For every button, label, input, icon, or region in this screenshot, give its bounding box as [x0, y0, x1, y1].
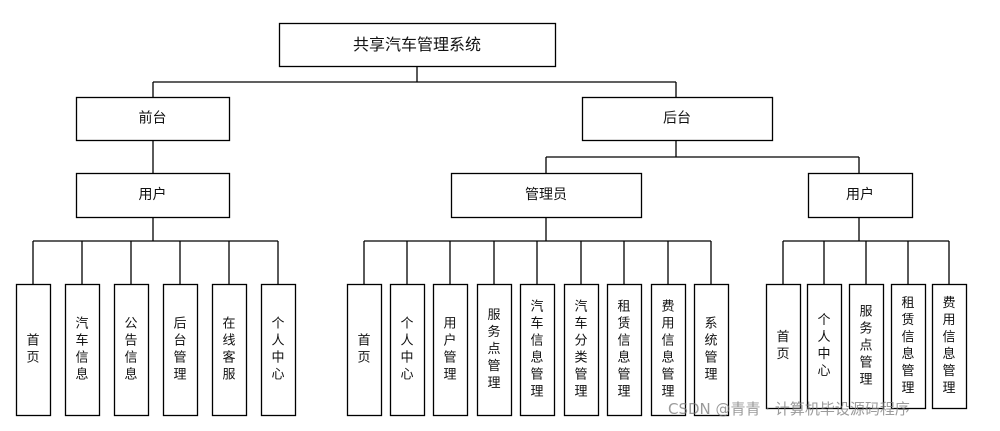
- admin-box: [450, 172, 643, 219]
- admin-module-8-label: 系统管理: [704, 317, 717, 383]
- back-user-module-3-box: [890, 283, 927, 410]
- back-user-module-3-label: 租赁信息管理: [901, 296, 914, 396]
- root-system-box: [278, 22, 557, 68]
- admin-module-0-box: [346, 283, 383, 417]
- admin-module-3-box: [476, 283, 513, 417]
- admin-module-1-box: [389, 283, 426, 417]
- csdn-watermark: CSDN @青青 · 计算机毕设源码程序: [668, 400, 910, 418]
- admin-module-0-label: 首页: [357, 334, 370, 366]
- back-user-module-2-label: 服务点管理: [859, 305, 872, 388]
- front-module-2-label: 公告信息: [124, 317, 137, 383]
- admin-module-4-box: [519, 283, 556, 417]
- front-module-4-box: [211, 283, 248, 417]
- admin-module-7-box: [650, 283, 687, 417]
- admin-module-5-box: [563, 283, 600, 417]
- front-module-1-box: [64, 283, 101, 417]
- back-user-module-1-box: [806, 283, 843, 410]
- admin-module-7-label: 费用信息管理: [661, 300, 674, 400]
- admin-module-4-label: 汽车信息管理: [530, 300, 543, 400]
- admin-module-2-box: [432, 283, 469, 417]
- front-module-2-box: [113, 283, 150, 417]
- back-user-module-4-label: 费用信息管理: [942, 296, 955, 396]
- back-user-module-0-box: [765, 283, 802, 410]
- back-user-module-4-box: [931, 283, 968, 410]
- back-user-module-1-label: 个人中心: [817, 313, 830, 379]
- front-role-user-box: [75, 172, 231, 219]
- admin-module-2-label: 用户管理: [443, 317, 456, 383]
- front-module-0-box: [15, 283, 52, 417]
- admin-module-8-box: [693, 283, 730, 417]
- admin-label: 管理员: [525, 187, 567, 203]
- front-label: 前台: [139, 110, 167, 127]
- admin-module-1-label: 个人中心: [400, 317, 413, 383]
- back-label: 后台: [663, 111, 691, 127]
- admin-module-5-label: 汽车分类管理: [574, 300, 587, 400]
- front-module-0-label: 首页: [26, 334, 39, 366]
- back-user-label: 用户: [846, 186, 874, 203]
- back-box: [581, 96, 774, 142]
- front-role-user-label: 用户: [139, 186, 167, 203]
- front-module-5-label: 个人中心: [271, 317, 284, 383]
- front-module-1-label: 汽车信息: [75, 317, 88, 383]
- admin-module-6-box: [606, 283, 643, 417]
- back-user-module-2-box: [848, 283, 885, 410]
- admin-module-6-label: 租赁信息管理: [617, 300, 630, 400]
- front-module-3-label: 后台管理: [173, 317, 186, 383]
- front-module-4-label: 在线客服: [222, 317, 235, 383]
- admin-module-3-label: 服务点管理: [487, 308, 500, 391]
- back-user-module-0-label: 首页: [776, 330, 789, 362]
- front-module-3-box: [162, 283, 199, 417]
- back-user-box: [807, 172, 914, 219]
- front-module-5-box: [260, 283, 297, 417]
- root-system-label: 共享汽车管理系统: [353, 35, 481, 54]
